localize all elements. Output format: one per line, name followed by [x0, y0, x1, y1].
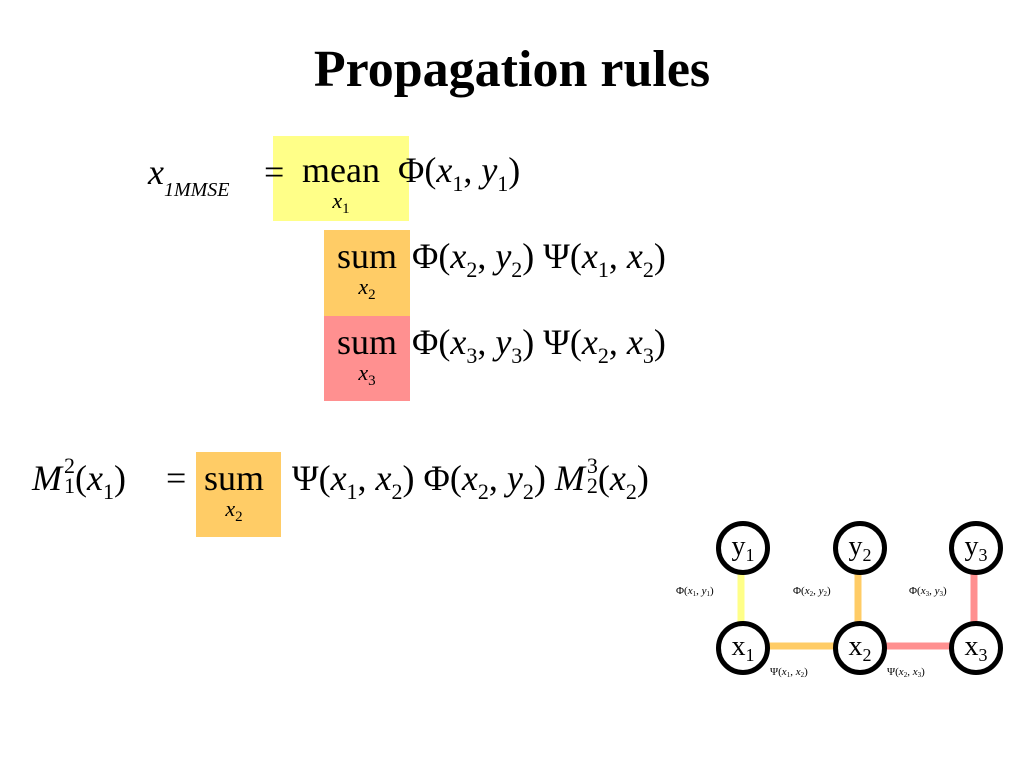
edge-label-psi12: Ψ(x1, x2): [770, 666, 808, 679]
node-y3: y3: [949, 521, 1003, 575]
sum-x3-operator: sum x3: [324, 318, 410, 389]
message-rhs-terms: Ψ(x1, x2) Φ(x2, y2) M: [292, 458, 585, 504]
mmse-equals: =: [264, 152, 285, 192]
edge-label-phi3: Φ(x3, y3): [909, 585, 947, 598]
node-x3: x3: [949, 621, 1003, 675]
mean-highlight-box: [273, 136, 409, 221]
mmse-lhs-sub: 1MMSE: [163, 179, 230, 201]
edge-label-psi23: Ψ(x2, x3): [887, 666, 925, 679]
message-lhs-arg: (x1): [75, 458, 126, 504]
mean-subscript: x1: [332, 188, 350, 217]
sum-x2-terms: Φ(x2, y2) Ψ(x1, x2): [412, 236, 666, 282]
message-sum-highlight-box: [196, 452, 281, 537]
node-y2: y2: [833, 521, 887, 575]
sum-x3-highlight-box: [324, 316, 410, 401]
sum-x2-operator: sum x2: [324, 232, 410, 303]
edge-label-phi2: Φ(x2, y2): [793, 585, 831, 598]
mmse-mean-operator: mean x1: [291, 146, 391, 217]
sum-x2-highlight-box: [324, 230, 410, 316]
mmse-lhs: x1MMSE: [148, 152, 230, 201]
sum-x3-word: sum: [336, 322, 397, 362]
mean-word: mean: [302, 150, 380, 190]
message-sum-word: sum: [203, 458, 264, 498]
node-x1: x1: [716, 621, 770, 675]
message-sum-subscript: x2: [225, 496, 243, 525]
mmse-phi-term: Φ(x1, y1): [398, 150, 521, 196]
node-y1: y1: [716, 521, 770, 575]
edge-label-phi1: Φ(x1, y1): [676, 585, 714, 598]
message-equals: =: [166, 458, 187, 498]
message-lhs-M: M: [32, 458, 62, 498]
slide-title: Propagation rules: [313, 41, 711, 98]
message-rhs-arg: (x2): [597, 458, 649, 504]
message-sum-operator: sum x2: [196, 454, 272, 525]
sum-x3-terms: Φ(x3, y3) Ψ(x2, x3): [412, 322, 666, 368]
sum-x3-subscript: x3: [358, 360, 376, 389]
sum-x2-subscript: x2: [358, 274, 376, 303]
sum-x2-word: sum: [336, 236, 397, 276]
node-x2: x2: [833, 621, 887, 675]
mmse-lhs-var: x: [148, 152, 164, 192]
